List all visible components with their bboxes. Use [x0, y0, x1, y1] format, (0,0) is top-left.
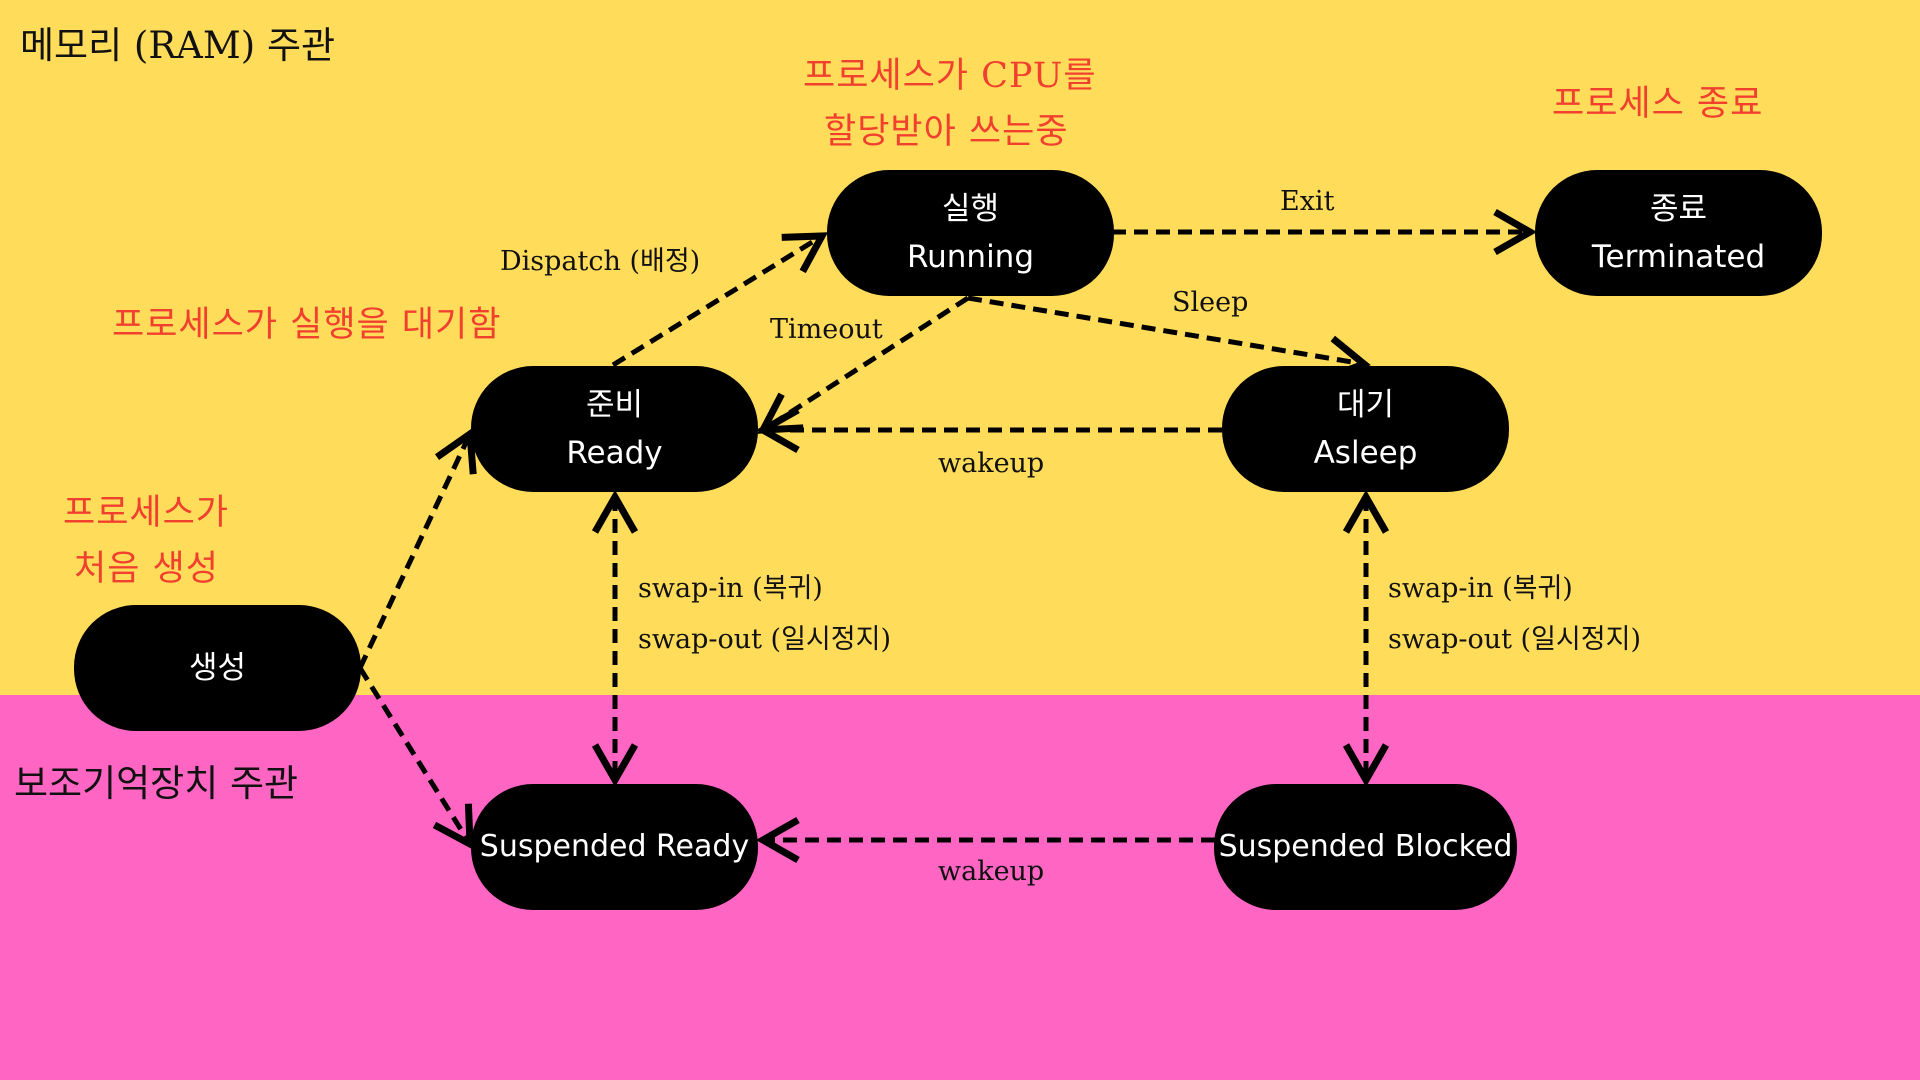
label-timeout: Timeout: [770, 314, 883, 345]
label-sleep: Sleep: [1172, 287, 1249, 318]
node-new-label: 생성: [188, 649, 247, 686]
label-swap-out-ready: swap-out (일시정지): [638, 624, 891, 655]
label-swap-out-asleep: swap-out (일시정지): [1388, 624, 1641, 655]
note-running-line2: 할당받아 쓰는중: [824, 112, 1069, 152]
node-suspended-ready: Suspended Ready: [471, 784, 758, 910]
arrow-sleep: [967, 295, 1371, 382]
arrow-new-to-suspended-ready: [357, 666, 474, 850]
node-running: 실행 Running: [827, 170, 1114, 296]
arrow-dispatch: [611, 232, 829, 368]
note-ready: 프로세스가 실행을 대기함: [112, 305, 502, 345]
node-ready-english-label: Ready: [566, 435, 663, 471]
node-ready-korean-label: 준비: [585, 386, 644, 423]
arrow-new-to-ready: [357, 427, 477, 670]
node-new: 생성: [74, 605, 361, 731]
label-wakeup-memory: wakeup: [938, 448, 1045, 479]
node-running-korean-label: 실행: [941, 190, 1000, 227]
node-asleep-english-label: Asleep: [1313, 435, 1418, 471]
label-swap-in-asleep: swap-in (복귀): [1388, 573, 1573, 604]
node-suspended-ready-label: Suspended Ready: [479, 828, 750, 864]
label-dispatch: Dispatch (배정): [500, 246, 701, 277]
node-suspended-blocked: Suspended Blocked: [1214, 784, 1517, 910]
node-asleep: 대기 Asleep: [1222, 366, 1509, 492]
node-asleep-korean-label: 대기: [1336, 386, 1395, 423]
note-new: 프로세스가 처음 생성: [63, 485, 229, 597]
memory-region-title: 메모리 (RAM) 주관: [20, 24, 336, 67]
memory-region: [0, 0, 1920, 695]
node-running-english-label: Running: [906, 239, 1035, 275]
note-new-line1: 프로세스가: [63, 493, 230, 533]
label-exit: Exit: [1280, 186, 1335, 217]
note-new-line2: 처음 생성: [74, 549, 219, 589]
secondary-storage-region-title: 보조기억장치 주관: [14, 762, 299, 805]
node-ready: 준비 Ready: [471, 366, 758, 492]
note-running-line1: 프로세스가 CPU를: [803, 56, 1097, 96]
secondary-storage-region: [0, 695, 1920, 1080]
label-wakeup-disk: wakeup: [938, 856, 1045, 887]
note-terminated: 프로세스 종료: [1552, 84, 1764, 124]
node-terminated-korean-label: 종료: [1649, 190, 1708, 227]
note-running: 프로세스가 CPU를 할당받아 쓰는중: [803, 48, 1097, 160]
node-suspended-blocked-label: Suspended Blocked: [1218, 828, 1513, 864]
node-terminated-english-label: Terminated: [1591, 239, 1766, 275]
label-swap-in-ready: swap-in (복귀): [638, 573, 823, 604]
node-terminated: 종료 Terminated: [1535, 170, 1822, 296]
